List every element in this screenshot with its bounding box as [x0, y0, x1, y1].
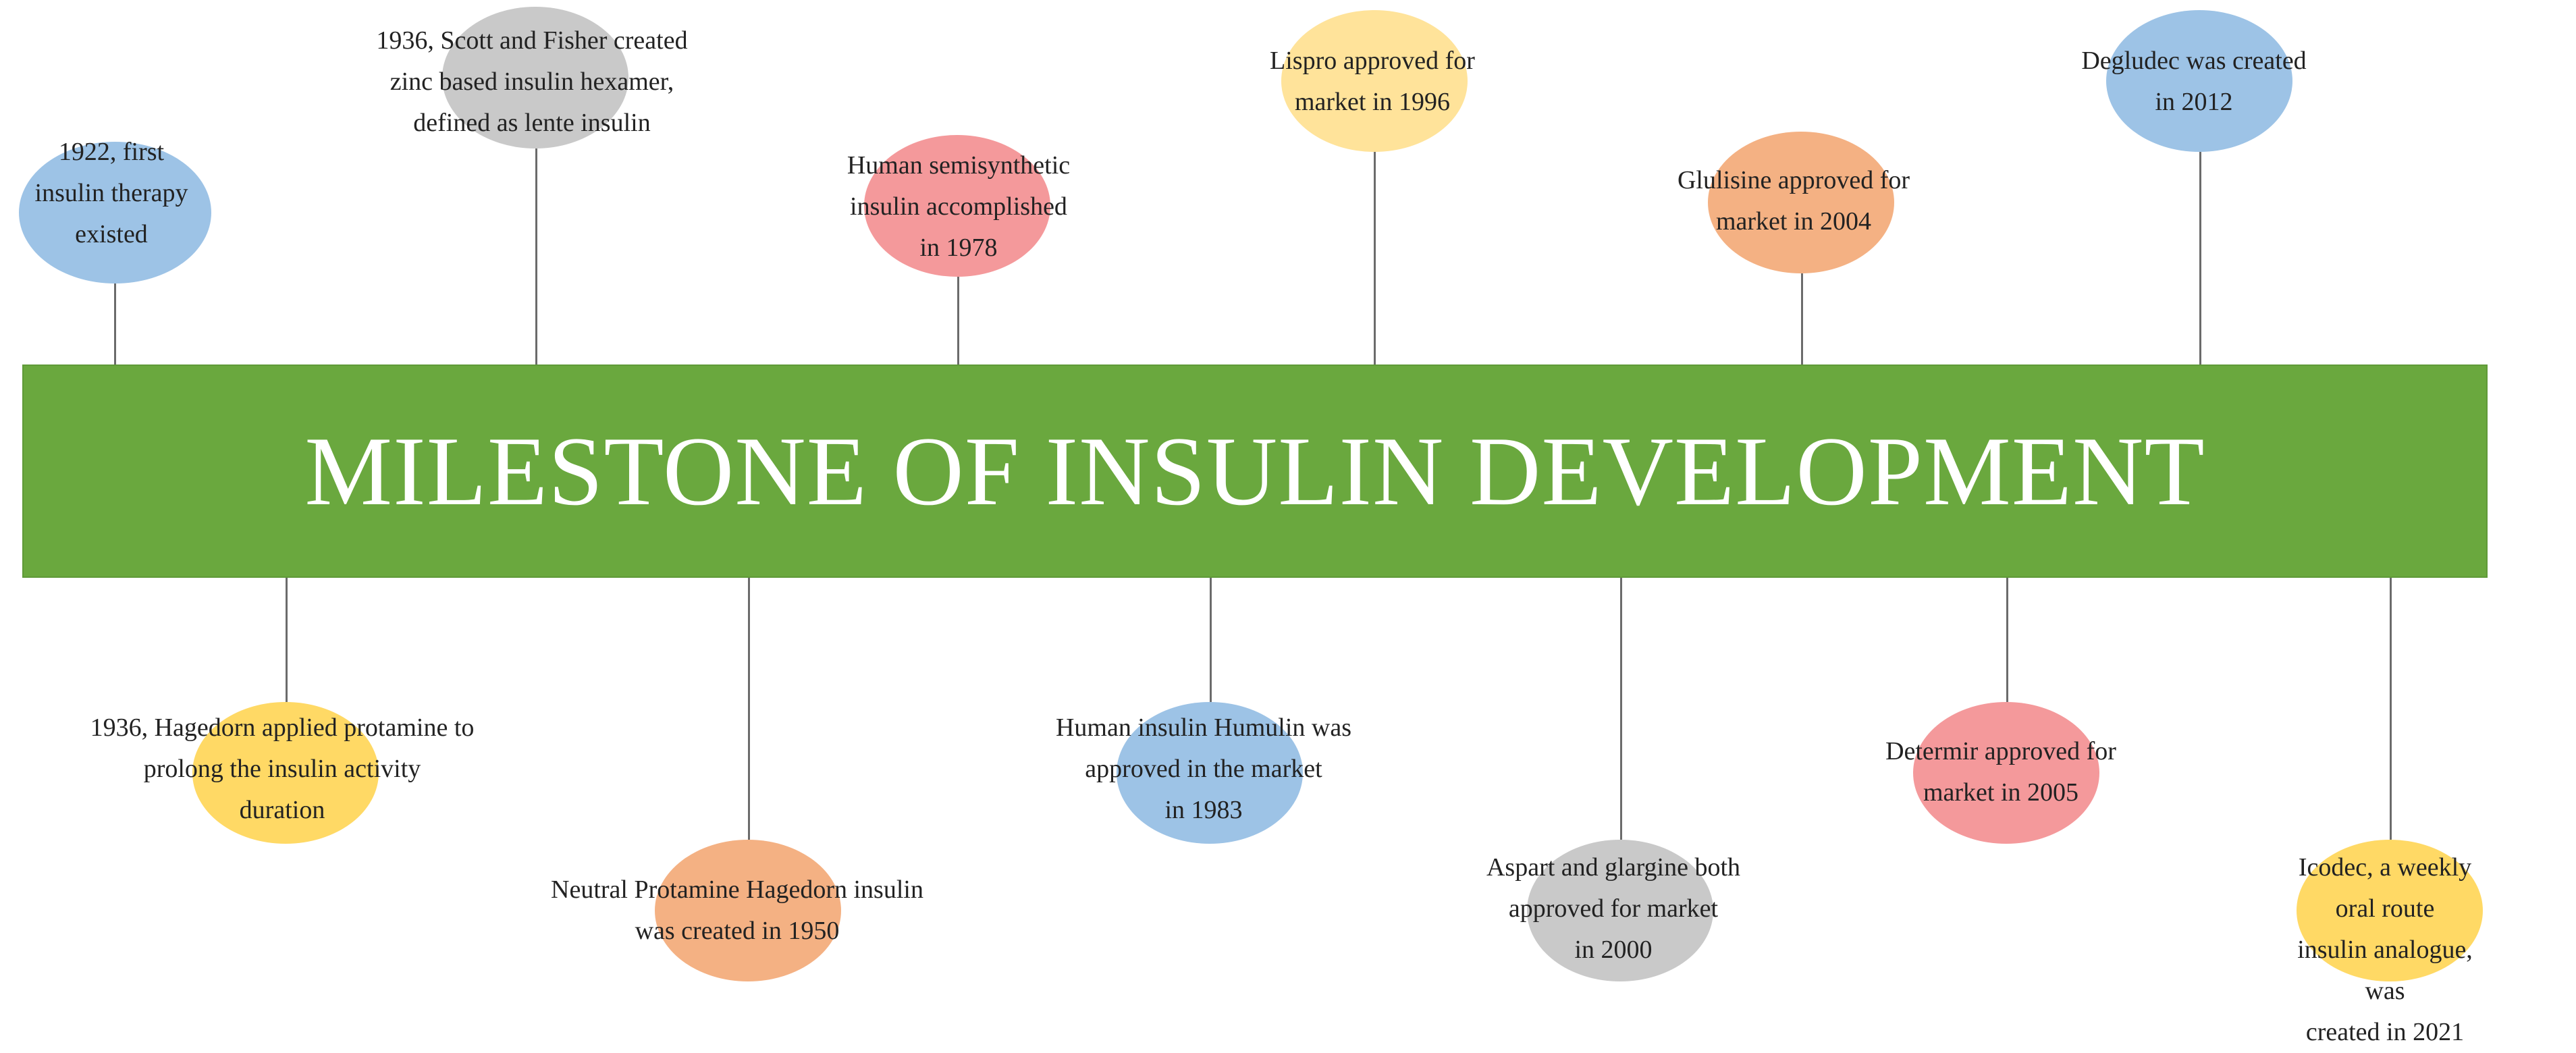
ellipse-marker [2106, 10, 2292, 152]
ellipse-marker [19, 142, 211, 284]
connector-line [2006, 578, 2008, 702]
connector-line [2199, 152, 2201, 364]
connector-line [114, 284, 116, 364]
connector-line [1620, 578, 1622, 840]
connector-line [748, 578, 750, 840]
ellipse-marker [864, 135, 1050, 277]
ellipse-marker [1527, 840, 1713, 981]
connector-line [957, 277, 959, 364]
milestone-caption: 1936, Hagedorn applied protamine to prol… [90, 713, 475, 824]
insulin-timeline: MILESTONE OF INSULIN DEVELOPMENT 1922, f… [19, 7, 2488, 1046]
milestone-caption: Degludec was created in 2012 [2081, 47, 2307, 116]
ellipse-marker [1117, 702, 1303, 844]
milestone-caption: Glulisine approved for market in 2004 [1677, 166, 1910, 236]
title-banner: MILESTONE OF INSULIN DEVELOPMENT [22, 364, 2488, 578]
connector-line [1374, 152, 1376, 364]
milestone-caption: Lispro approved for market in 1996 [1270, 47, 1475, 116]
connector-line [286, 578, 288, 702]
connector-line [535, 148, 537, 364]
connector-line [2390, 578, 2392, 840]
milestone-caption: 1936, Scott and Fisher created zinc base… [376, 26, 688, 137]
milestone-caption: 1922, first insulin therapy existed [34, 138, 188, 248]
milestone-caption: Determir approved for market in 2005 [1885, 737, 2116, 807]
page-title: MILESTONE OF INSULIN DEVELOPMENT [304, 416, 2205, 526]
ellipse-marker [655, 840, 841, 981]
milestone-caption: Neutral Protamine Hagedorn insulin was c… [551, 875, 923, 945]
ellipse-marker [192, 702, 379, 844]
ellipse-marker [1281, 10, 1468, 152]
milestone-caption: Aspart and glargine both approved for ma… [1486, 853, 1741, 964]
ellipse-marker [442, 7, 628, 148]
ellipse-marker [2297, 840, 2483, 981]
ellipse-marker [1913, 702, 2099, 844]
connector-line [1210, 578, 1212, 702]
ellipse-marker [1708, 132, 1894, 273]
milestone-caption: Icodec, a weekly oral route insulin anal… [2297, 853, 2473, 1046]
connector-line [1801, 273, 1803, 364]
milestone-caption: Human semisynthetic insulin accomplished… [847, 151, 1071, 262]
milestone-caption: Human insulin Humulin was approved in th… [1055, 713, 1352, 824]
